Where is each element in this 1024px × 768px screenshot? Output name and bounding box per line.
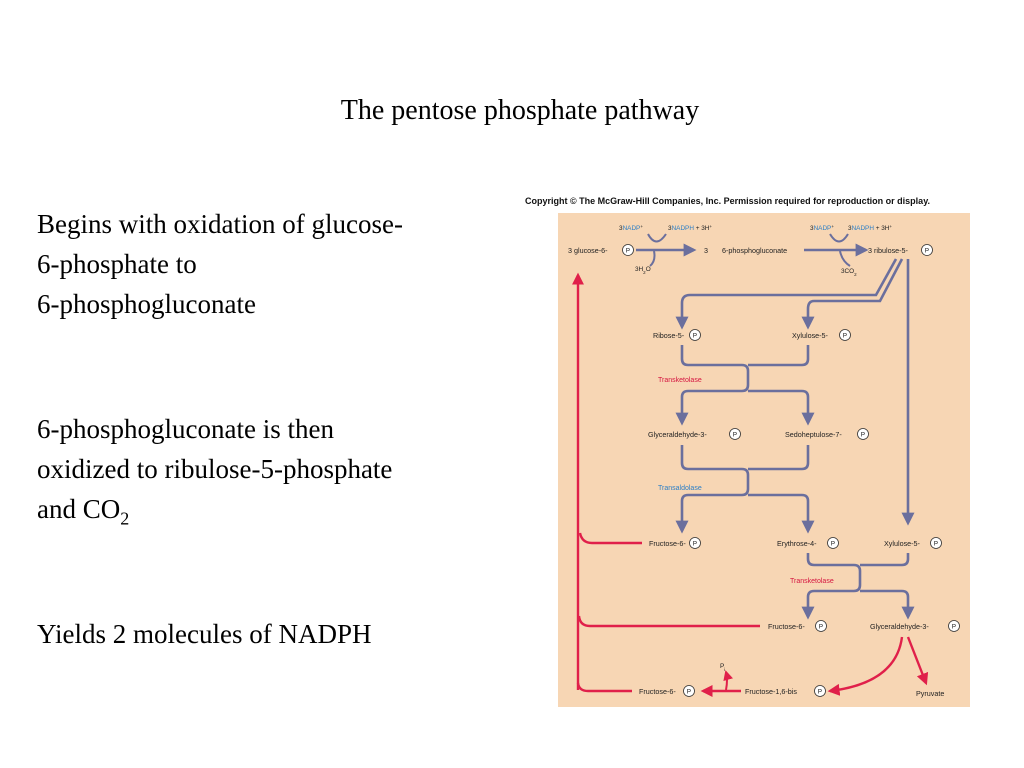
- co2-curve: [839, 250, 851, 267]
- return-fructose-1: [578, 532, 642, 545]
- pathway-diagram: 3NADP+ 3NADPH + 3H+ 3NADP+ 3NADPH + 3H+ …: [568, 224, 960, 698]
- fructose-6-phosphate-label: Fructose-6-: [649, 539, 686, 548]
- phosphate-icon: [930, 537, 942, 549]
- erythrose-4-phosphate-label: Erythrose-4-: [777, 539, 817, 548]
- phosphate-icon: [857, 428, 869, 440]
- three-label: 3: [704, 246, 708, 255]
- cofactor-curve-1: [647, 233, 667, 243]
- pyruvate-label: Pyruvate: [916, 689, 944, 698]
- cofactor-curve-2: [829, 233, 849, 243]
- transaldolase-label: Transaldolase: [658, 485, 702, 492]
- bullet-nadph: Yields 2 molecules of NADPH: [37, 614, 507, 654]
- phosphate-icon: [948, 620, 960, 632]
- phosphate-icon: [839, 329, 851, 341]
- slide-title: The pentose phosphate pathway: [340, 95, 700, 126]
- arrow-glyceraldehyde-to-pyruvate: [906, 636, 929, 686]
- phosphate-symbol: P: [687, 688, 691, 695]
- bullet-line: Yields 2 molecules of NADPH: [37, 619, 372, 649]
- transketolase-1-branch-left: [675, 345, 750, 426]
- inorganic-phosphate-label: Pi: [720, 663, 725, 672]
- phosphate-symbol: P: [934, 540, 938, 547]
- transketolase-2-branch-left: [801, 553, 862, 620]
- cofactor-nadph-1: 3NADPH + 3H+: [668, 224, 712, 233]
- fructose-6-phosphate-label-2: Fructose-6-: [768, 622, 805, 631]
- copyright-notice: Copyright © The McGraw-Hill Companies, I…: [525, 196, 931, 206]
- glucose-6-phosphate-label: 3 glucose-6-: [568, 246, 608, 255]
- phosphate-symbol: P: [952, 623, 956, 630]
- return-fructose-2: [577, 615, 760, 628]
- fructose-6-phosphate-label-3: Fructose-6-: [639, 687, 676, 696]
- phosphate-symbol: P: [861, 431, 865, 438]
- glyceraldehyde-3-phosphate-label-2: Glyceraldehyde-3-: [870, 622, 929, 631]
- phosphate-icon: [815, 620, 827, 632]
- xylulose-5-phosphate-label: Xylulose-5-: [792, 331, 829, 340]
- bullet-ribulose: 6-phosphogluconate is then oxidized to r…: [37, 409, 507, 529]
- phosphate-icon: [689, 537, 701, 549]
- transketolase-2-branch-right: [860, 553, 908, 617]
- bullet-line: 6-phosphogluconate is then: [37, 414, 334, 444]
- phosphogluconate-label: 6-phosphogluconate: [722, 246, 787, 255]
- transaldolase-branch-right: [748, 445, 808, 531]
- arrow-to-xylulose: [801, 258, 904, 330]
- transketolase-1-branch-right: [748, 345, 808, 423]
- water-label: 3H2O: [635, 266, 651, 275]
- bullet-line: oxidized to ribulose-5-phosphate: [37, 454, 393, 484]
- co2-text: and CO: [37, 494, 121, 524]
- phosphate-symbol: P: [693, 540, 697, 547]
- phosphate-symbol: P: [733, 431, 737, 438]
- phosphate-icon: [689, 329, 701, 341]
- cofactor-nadp-2: 3NADP+: [810, 224, 834, 233]
- phosphate-icon: [921, 244, 933, 256]
- glyceraldehyde-3-phosphate-label: Glyceraldehyde-3-: [648, 430, 707, 439]
- pi-release-curve: [723, 670, 734, 691]
- co2-subscript: 2: [120, 508, 130, 529]
- bullet-line: Begins with oxidation of glucose-: [37, 209, 403, 239]
- phosphate-icon: [683, 685, 695, 697]
- transketolase-2-label: Transketolase: [790, 578, 834, 585]
- transaldolase-branch-left: [675, 445, 750, 534]
- phosphate-symbol: P: [693, 332, 697, 339]
- bullet-line: 6-phosphogluconate: [37, 289, 256, 319]
- ribose-5-phosphate-label: Ribose-5-: [653, 331, 685, 340]
- phosphate-symbol: P: [626, 247, 630, 254]
- arrow-glyceraldehyde-to-bis: [827, 636, 904, 696]
- co2-label: 3CO2: [841, 268, 857, 277]
- phosphate-symbol: P: [819, 623, 823, 630]
- ribulose-5-phosphate-label: 3 ribulose-5-: [868, 246, 909, 255]
- phosphate-symbol: P: [925, 247, 929, 254]
- bullet-oxidation: Begins with oxidation of glucose- 6-phos…: [37, 204, 507, 324]
- phosphate-icon: [622, 244, 634, 256]
- phosphate-symbol: P: [843, 332, 847, 339]
- bullet-line-co2: and CO2: [37, 489, 507, 529]
- phosphate-icon: [814, 685, 826, 697]
- transketolase-1-label: Transketolase: [658, 377, 702, 384]
- water-curve: [649, 250, 656, 267]
- cofactor-nadp-1: 3NADP+: [619, 224, 643, 233]
- phosphate-icon: [729, 428, 741, 440]
- cofactor-nadph-2: 3NADPH + 3H+: [848, 224, 892, 233]
- bullet-line: 6-phosphate to: [37, 249, 197, 279]
- return-fructose-3: [576, 682, 632, 693]
- xylulose-5-phosphate-label-2: Xylulose-5-: [884, 539, 921, 548]
- fructose-bisphosphate-label: Fructose-1,6-bis: [745, 687, 797, 696]
- phosphate-icon: [827, 537, 839, 549]
- sedoheptulose-7-phosphate-label: Sedoheptulose-7-: [785, 430, 842, 439]
- pathway-figure: 3NADP+ 3NADPH + 3H+ 3NADP+ 3NADPH + 3H+ …: [558, 213, 970, 707]
- phosphate-symbol: P: [818, 688, 822, 695]
- arrow-to-ribose: [675, 258, 898, 330]
- phosphate-symbol: P: [831, 540, 835, 547]
